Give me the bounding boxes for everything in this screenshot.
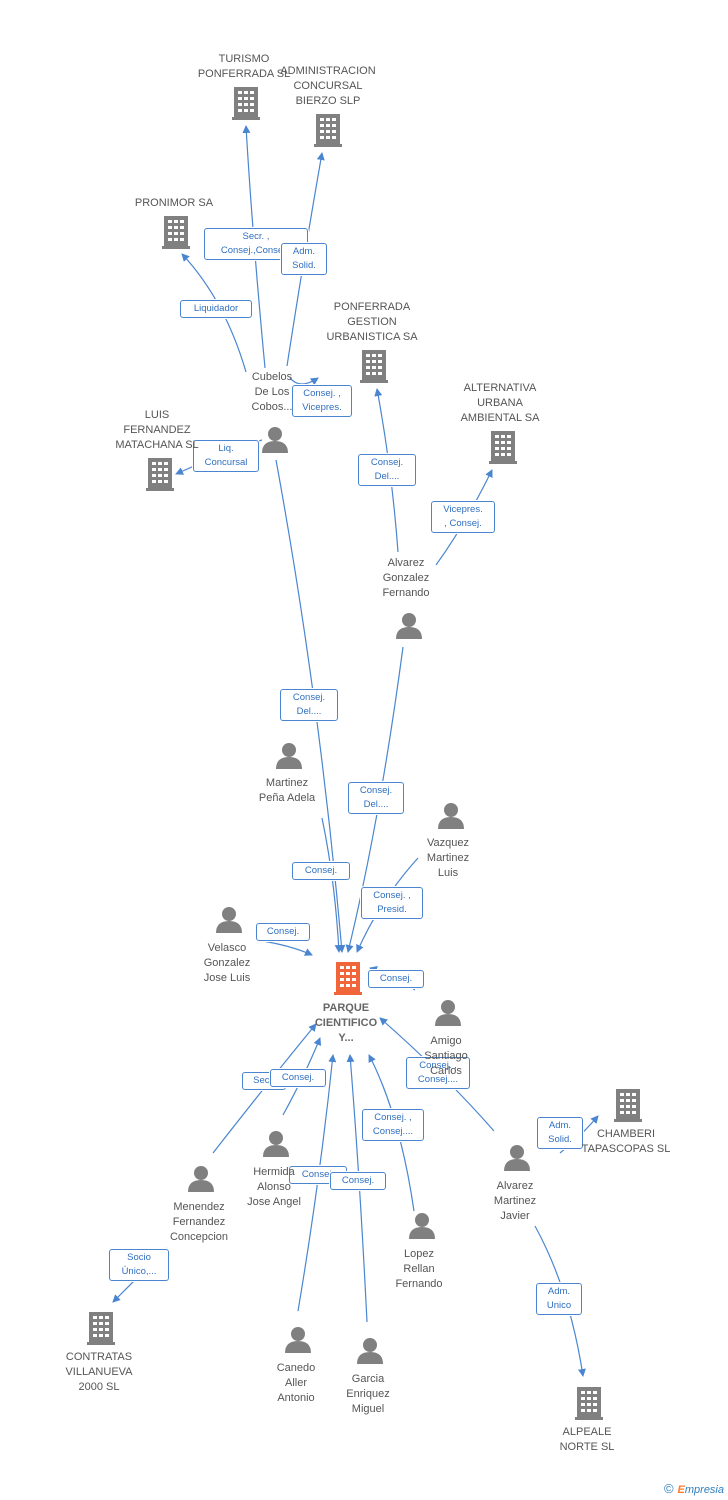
edge-label-cubelos-to-luis[interactable]: Liq. Concursal xyxy=(193,440,259,472)
building-icon-alternativa[interactable] xyxy=(489,431,517,464)
person-icon-martinez[interactable] xyxy=(276,743,302,769)
edge-label-lopez-to-main[interactable]: Consej. , Consej.... xyxy=(362,1109,424,1141)
node-label-alvarezmj[interactable]: Alvarez Martinez Javier xyxy=(493,1180,537,1222)
person-icon-garcia[interactable] xyxy=(357,1338,383,1364)
edge-label-velasco-to-main[interactable]: Consej. xyxy=(256,923,310,941)
building-icon-admconcursal[interactable] xyxy=(314,114,342,147)
node-label-contratas[interactable]: CONTRATAS VILLANUEVA 2000 SL xyxy=(65,1351,133,1393)
node-label-alternativa[interactable]: ALTERNATIVA URBANA AMBIENTAL SA xyxy=(460,382,540,424)
edge-cubelos-to-ponferrada xyxy=(289,377,319,386)
edge-label-cubelos-to-pronimor[interactable]: Liquidador xyxy=(180,300,252,318)
edge-label-garcia-to-main[interactable]: Consej. xyxy=(330,1172,386,1190)
person-icon-amigo[interactable] xyxy=(435,1000,461,1026)
building-icon-contratas[interactable] xyxy=(87,1312,115,1345)
person-icon-menendez[interactable] xyxy=(188,1166,214,1192)
node-label-velasco[interactable]: Velasco Gonzalez Jose Luis xyxy=(203,942,251,984)
node-label-amigo[interactable]: Amigo Santiago Carlos xyxy=(424,1035,468,1077)
node-label-alvarezgf[interactable]: Alvarez Gonzalez Fernando xyxy=(382,557,430,599)
person-icon-velasco[interactable] xyxy=(216,907,242,933)
person-icon-alvarezgf[interactable] xyxy=(396,613,422,639)
node-label-alpeale[interactable]: ALPEALE NORTE SL xyxy=(559,1426,615,1453)
edge-label-alvarezmj-to-alpeale[interactable]: Adm. Unico xyxy=(536,1283,582,1315)
node-label-turismo[interactable]: TURISMO PONFERRADA SL xyxy=(197,53,291,80)
person-icon-lopez[interactable] xyxy=(409,1213,435,1239)
person-icon-hermida[interactable] xyxy=(263,1131,289,1157)
edge-label-cubelos-to-ponferrada[interactable]: Consej. , Vicepres. xyxy=(292,385,352,417)
node-label-canedo[interactable]: Canedo Aller Antonio xyxy=(276,1362,316,1404)
edge-label-hermida-to-main[interactable]: Consej. xyxy=(270,1069,326,1087)
copyright-symbol: © xyxy=(663,1481,674,1496)
edge-label-alvarezgf-to-alternativa[interactable]: Vicepres. , Consej. xyxy=(431,501,495,533)
edge-label-cubelos-to-main[interactable]: Consej. Del.... xyxy=(280,689,338,721)
edge-label-alvarezgf-to-main[interactable]: Consej. Del.... xyxy=(348,782,404,814)
node-label-hermida[interactable]: Hermida Alonso Jose Angel xyxy=(247,1166,301,1208)
building-icon-chamberi[interactable] xyxy=(614,1089,642,1122)
node-label-vazquez[interactable]: Vazquez Martinez Luis xyxy=(426,837,470,879)
node-label-lopez[interactable]: Lopez Rellan Fernando xyxy=(395,1248,443,1290)
edge-label-alvarezmj-to-chamberi[interactable]: Adm. Solid. xyxy=(537,1117,583,1149)
node-label-luis[interactable]: LUIS FERNANDEZ MATACHANA SL xyxy=(115,409,199,451)
edge-label-martinez-to-main[interactable]: Consej. xyxy=(292,862,350,880)
person-icon-cubelos[interactable] xyxy=(262,427,288,453)
brand-name: mpresia xyxy=(684,1484,724,1496)
person-icon-canedo[interactable] xyxy=(285,1327,311,1353)
node-label-garcia[interactable]: Garcia Enriquez Miguel xyxy=(346,1373,390,1415)
node-label-admconcursal[interactable]: ADMINISTRACION CONCURSAL BIERZO SLP xyxy=(280,65,376,107)
edge-label-alvarezmj-to-main[interactable]: Consej. , Consej.... xyxy=(406,1057,470,1089)
node-label-cubelos[interactable]: Cubelos De Los Cobos... xyxy=(251,371,293,413)
edge-label-menendez-to-contratas[interactable]: Socio Único,... xyxy=(109,1249,169,1281)
person-icon-alvarezmj[interactable] xyxy=(504,1145,530,1171)
building-icon-turismo[interactable] xyxy=(232,87,260,120)
building-icon-main[interactable] xyxy=(334,962,362,995)
building-icon-pronimor[interactable] xyxy=(162,216,190,249)
edge-martinez-to-main xyxy=(321,817,343,953)
node-label-ponferrada[interactable]: PONFERRADA GESTION URBANISTICA SA xyxy=(326,301,418,343)
person-icon-vazquez[interactable] xyxy=(438,803,464,829)
edge-label-amigo-to-main[interactable]: Consej. xyxy=(368,970,424,988)
brand-e-logo: E xyxy=(677,1484,685,1496)
building-icon-ponferrada[interactable] xyxy=(360,350,388,383)
building-icon-alpeale[interactable] xyxy=(575,1387,603,1420)
node-label-main[interactable]: PARQUE CIENTIFICO Y... xyxy=(314,1002,378,1044)
edge-label-cubelos-to-admconcursal[interactable]: Adm. Solid. xyxy=(281,243,327,275)
edge-label-vazquez-to-main[interactable]: Consej. , Presid. xyxy=(361,887,423,919)
building-icon-luis[interactable] xyxy=(146,458,174,491)
footer-brand: ©Empresia xyxy=(664,1481,724,1496)
edge-label-alvarezgf-to-ponferrada[interactable]: Consej. Del.... xyxy=(358,454,416,486)
node-label-pronimor[interactable]: PRONIMOR SA xyxy=(134,197,214,209)
node-label-menendez[interactable]: Menendez Fernandez Concepcion xyxy=(169,1201,229,1243)
node-label-chamberi[interactable]: CHAMBERI TAPASCOPAS SL xyxy=(581,1128,671,1155)
node-label-martinez[interactable]: Martinez Peña Adela xyxy=(258,777,316,804)
